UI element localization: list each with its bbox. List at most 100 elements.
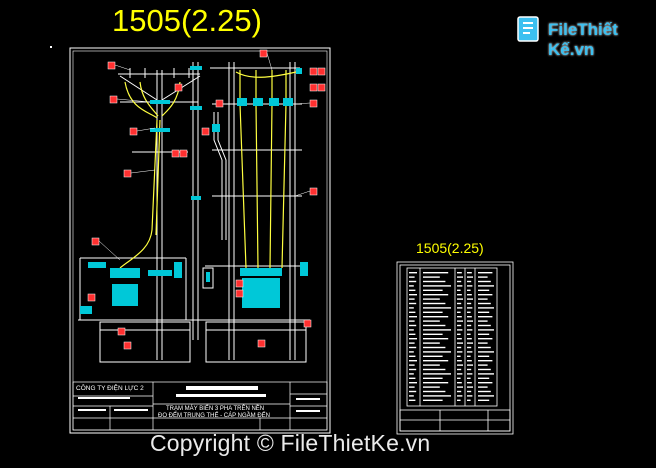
table-row-line xyxy=(467,280,472,283)
table-row-line xyxy=(409,320,415,322)
table-row-line xyxy=(478,294,493,296)
table-row-line xyxy=(467,294,472,296)
table-row-line xyxy=(478,373,494,375)
table-row-line xyxy=(467,386,473,388)
table-row-line xyxy=(478,316,493,318)
table-row-line xyxy=(423,377,443,379)
table-row-line xyxy=(423,399,443,401)
table-row-line xyxy=(478,382,493,384)
table-row-line xyxy=(478,307,494,309)
table-row-line xyxy=(457,272,462,274)
table-row-line xyxy=(467,399,471,401)
table-row-line xyxy=(409,324,417,327)
table-row-line xyxy=(457,311,461,313)
table-row-line xyxy=(467,272,472,274)
table-row-line xyxy=(467,351,473,353)
table-row-line xyxy=(478,390,491,393)
table-row-line xyxy=(409,355,416,357)
table-row-line xyxy=(457,377,461,379)
table-row-line xyxy=(423,280,446,283)
table-row-line xyxy=(409,395,414,397)
table-row-line xyxy=(423,324,446,327)
table-row-line xyxy=(409,307,414,309)
table-row-line xyxy=(423,311,443,313)
table-row-line xyxy=(423,289,443,291)
left-equipment xyxy=(80,100,182,314)
table-row-line xyxy=(409,280,417,283)
company-name: CÔNG TY ĐIỆN LỰC 2 xyxy=(76,385,144,392)
table-row-line xyxy=(423,320,440,322)
description-line-1: TRẠM MÁY BIẾN 3 PHA TRÊN NỀN xyxy=(166,406,265,412)
table-row-line xyxy=(409,329,414,331)
table-row-line xyxy=(457,302,462,305)
table-row-line xyxy=(478,355,490,357)
table-row-line xyxy=(478,311,490,313)
table-row-line xyxy=(457,382,462,384)
table-row-line xyxy=(457,280,462,283)
table-row-line xyxy=(467,364,473,366)
table-row-line xyxy=(423,368,446,371)
table-row-line xyxy=(467,329,473,331)
table-row-line xyxy=(423,276,440,278)
table-row-line xyxy=(423,333,443,335)
table-row-line xyxy=(478,342,488,344)
table-row-line xyxy=(478,351,494,353)
table-row-line xyxy=(457,386,463,388)
table-row-line xyxy=(478,333,490,335)
table-row-line xyxy=(423,302,446,305)
table-row-line xyxy=(467,373,473,375)
table-row-line xyxy=(423,395,451,397)
table-row-line xyxy=(478,360,493,362)
table-row-line xyxy=(467,298,473,300)
table-row-line xyxy=(467,289,471,291)
left-cables xyxy=(119,81,181,269)
table-row-line xyxy=(409,360,417,362)
table-row-line xyxy=(457,329,463,331)
table-row-line xyxy=(409,316,417,318)
table-row-line xyxy=(457,368,462,371)
drawing-title: 1505(2.25) xyxy=(112,3,262,38)
table-row-line xyxy=(478,395,494,397)
table-row-line xyxy=(467,285,473,287)
secondary-sheet xyxy=(396,261,514,435)
table-row-line xyxy=(423,364,440,366)
table-row-line xyxy=(457,294,462,296)
table-row-line xyxy=(423,285,451,287)
table-row-line xyxy=(423,272,449,274)
secondary-table-rows xyxy=(409,272,494,401)
table-row-line xyxy=(423,316,449,318)
table-row-line xyxy=(423,351,451,353)
left-elevation-view xyxy=(78,68,201,363)
table-row-line xyxy=(457,390,462,393)
table-row-line xyxy=(423,360,449,362)
logo-file-icon xyxy=(517,16,539,42)
table-row-line xyxy=(478,386,488,388)
table-row-line xyxy=(423,355,443,357)
table-row-line xyxy=(467,320,473,322)
table-row-line xyxy=(423,294,449,296)
table-row-line xyxy=(478,338,493,340)
table-row-line xyxy=(409,346,417,349)
table-row-line xyxy=(423,307,451,309)
table-row-line xyxy=(409,382,417,384)
table-row-line xyxy=(467,342,473,344)
table-row-line xyxy=(457,342,463,344)
table-row-line xyxy=(457,338,462,340)
table-row-line xyxy=(467,355,471,357)
table-row-line xyxy=(457,276,463,278)
table-row-line xyxy=(467,316,472,318)
section-view xyxy=(187,62,214,340)
table-row-line xyxy=(467,346,472,349)
table-row-line xyxy=(478,298,488,300)
annotation-tags[interactable] xyxy=(87,49,326,350)
right-equipment xyxy=(212,68,308,308)
logo-text: FileThiết Kế.vn xyxy=(548,20,618,59)
tag-leader-lines xyxy=(98,52,311,261)
table-row-line xyxy=(478,280,491,283)
table-row-line xyxy=(457,373,463,375)
table-row-line xyxy=(467,333,471,335)
table-row-line xyxy=(467,276,473,278)
table-row-line xyxy=(423,298,440,300)
table-row-line xyxy=(409,377,416,379)
